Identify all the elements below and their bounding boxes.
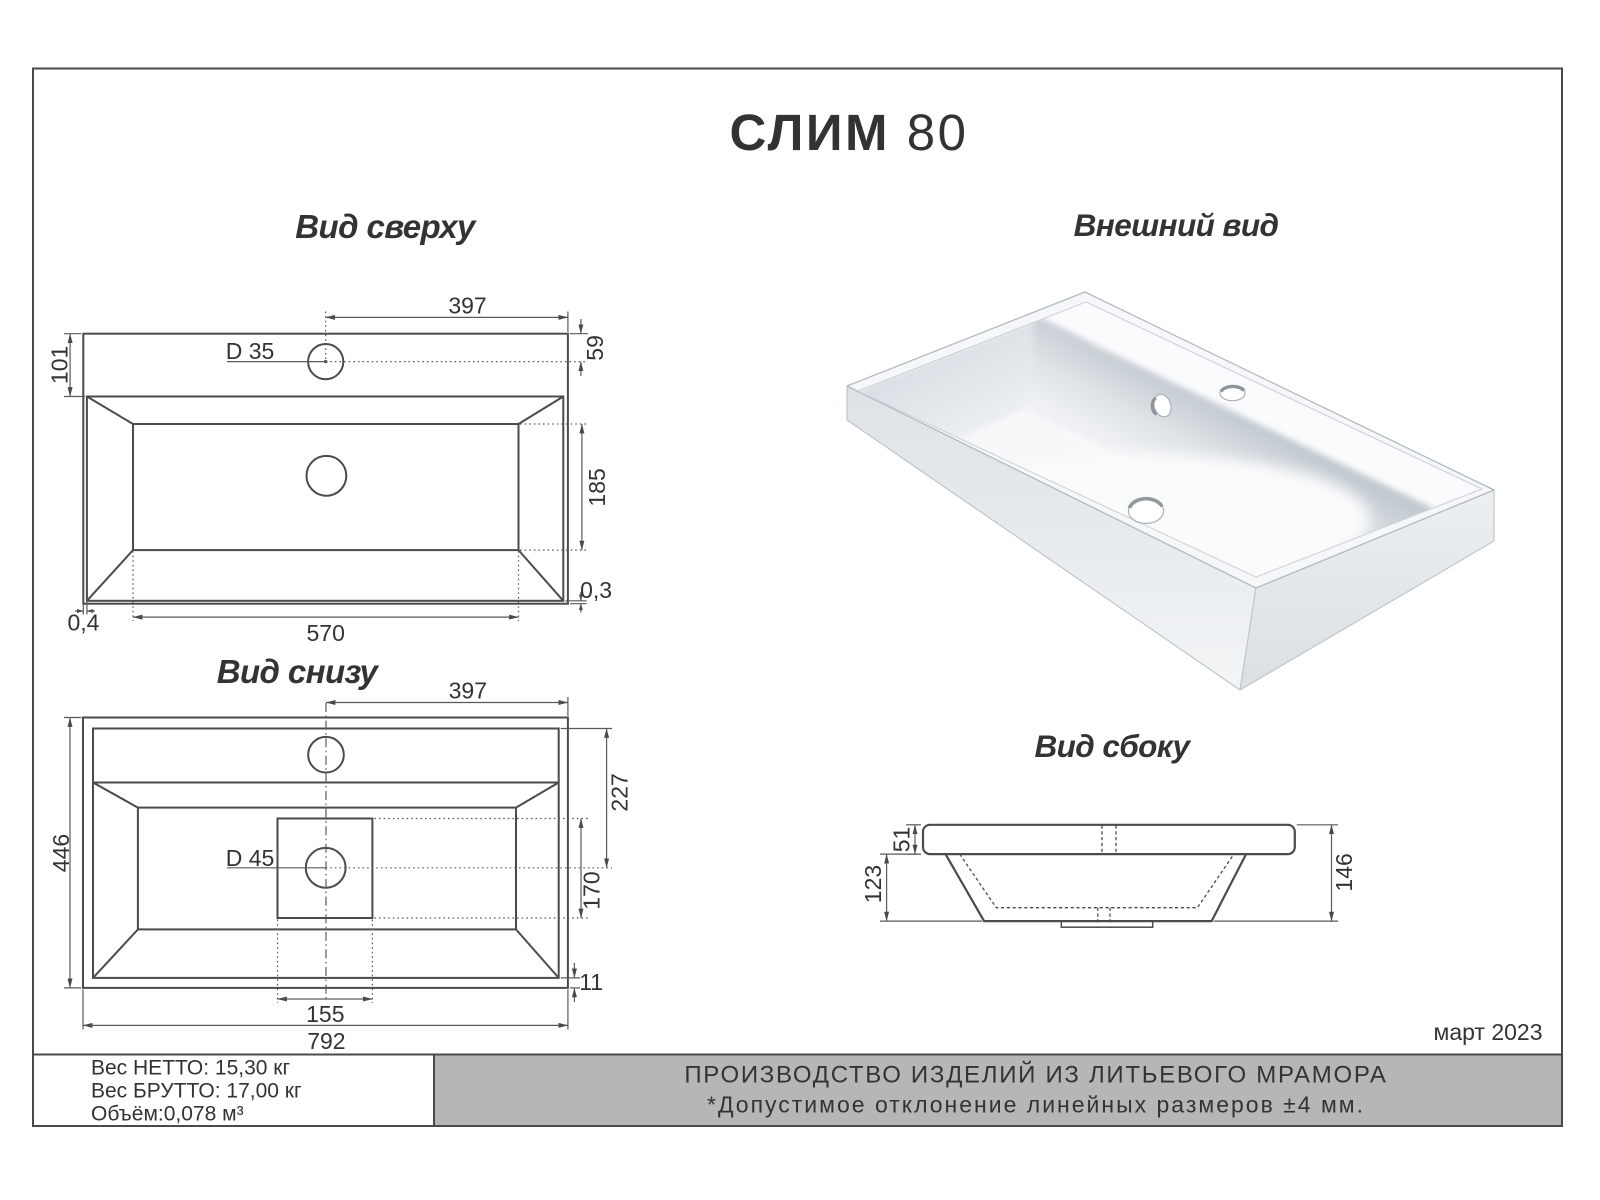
svg-text:185: 185 — [584, 468, 610, 506]
svg-text:ПРОИЗВОДСТВО ИЗДЕЛИЙ ИЗ ЛИТЬЕВ: ПРОИЗВОДСТВО ИЗДЕЛИЙ ИЗ ЛИТЬЕВОГО МРАМОР… — [684, 1061, 1387, 1089]
svg-text:0,4: 0,4 — [68, 610, 100, 636]
svg-text:397: 397 — [448, 293, 486, 319]
svg-text:Вид сверху: Вид сверху — [295, 208, 477, 245]
svg-text:227: 227 — [607, 773, 633, 811]
svg-text:Объём:0,078 м³: Объём:0,078 м³ — [91, 1103, 244, 1126]
svg-text:792: 792 — [307, 1028, 345, 1054]
svg-text:397: 397 — [449, 678, 487, 704]
svg-text:Вид снизу: Вид снизу — [217, 653, 380, 690]
svg-text:D 45: D 45 — [226, 845, 275, 871]
svg-text:170: 170 — [579, 871, 605, 909]
svg-text:155: 155 — [306, 1001, 344, 1027]
svg-text:*Допустимое отклонение линейны: *Допустимое отклонение линейных размеров… — [707, 1092, 1365, 1118]
svg-text:Вес БРУТТО: 17,00 кг: Вес БРУТТО: 17,00 кг — [91, 1080, 302, 1103]
svg-text:570: 570 — [307, 620, 345, 646]
svg-text:Вес НЕТТО: 15,30 кг: Вес НЕТТО: 15,30 кг — [91, 1057, 290, 1080]
svg-text:Вид сбоку: Вид сбоку — [1035, 728, 1192, 764]
svg-text:51: 51 — [888, 827, 914, 853]
svg-text:123: 123 — [860, 865, 886, 903]
svg-text:0,3: 0,3 — [580, 577, 612, 603]
svg-text:59: 59 — [582, 335, 608, 361]
svg-text:101: 101 — [47, 346, 73, 384]
svg-text:11: 11 — [579, 969, 603, 995]
svg-text:446: 446 — [48, 834, 74, 872]
svg-text:СЛИМ 80: СЛИМ 80 — [730, 104, 969, 161]
svg-text:Внешний вид: Внешний вид — [1074, 207, 1279, 243]
svg-text:146: 146 — [1331, 853, 1357, 891]
svg-text:март 2023: март 2023 — [1434, 1019, 1543, 1045]
svg-text:D 35: D 35 — [226, 338, 275, 364]
